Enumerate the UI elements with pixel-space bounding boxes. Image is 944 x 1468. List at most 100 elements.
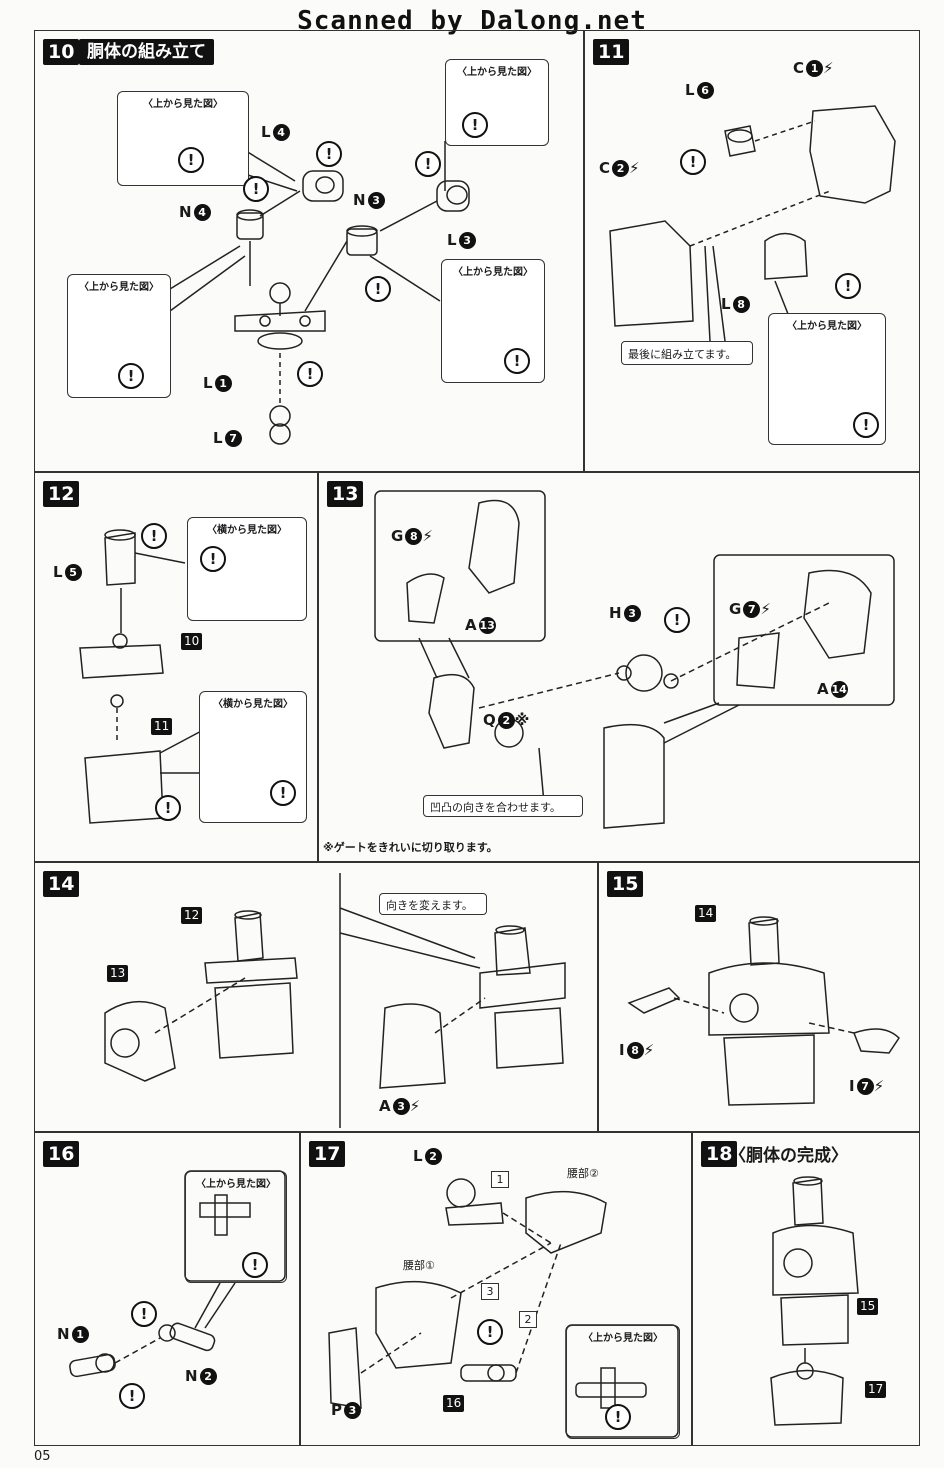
warning-icon: !: [605, 1404, 631, 1430]
warning-icon: !: [680, 149, 706, 175]
sequence-number-2: 2: [519, 1311, 537, 1328]
step-number: 11: [593, 39, 630, 65]
step-18-panel: 18 〈胴体の完成〉 15 17: [692, 1132, 920, 1446]
top-view-callout: 〈上から見た図〉 !: [185, 1171, 287, 1283]
warning-icon: !: [118, 363, 144, 389]
warning-icon: !: [141, 523, 167, 549]
step-number: 17: [309, 1141, 346, 1167]
step-number: 12: [43, 481, 80, 507]
assemble-last-note: 最後に組み立てます。: [628, 348, 737, 361]
warning-icon: !: [664, 607, 690, 633]
watermark: Scanned by Dalong.net: [297, 6, 647, 36]
step-ref-17: 17: [865, 1381, 887, 1398]
note-box: 最後に組み立てます。: [621, 341, 753, 365]
side-view-callout: 〈横から見た図〉 !: [199, 691, 307, 823]
step-ref-10: 10: [181, 633, 203, 650]
note-box: 向きを変えます。: [379, 893, 487, 915]
warning-icon: !: [243, 176, 269, 202]
side-view-callout: 〈横から見た図〉 !: [187, 517, 307, 621]
callout-title: 〈上から見た図〉: [787, 321, 867, 332]
top-view-callout: 〈上から見た図〉 !: [566, 1325, 680, 1439]
warning-icon: !: [477, 1319, 503, 1345]
warning-icon: !: [365, 276, 391, 302]
step-number: 10: [43, 39, 80, 65]
sequence-number-3: 3: [481, 1283, 499, 1300]
warning-icon: !: [504, 348, 530, 374]
page-number: 05: [34, 1449, 51, 1464]
step-title: 〈胴体の完成〉: [729, 1146, 848, 1166]
top-view-callout: 〈上から見た図〉 !: [445, 59, 549, 146]
assembly-illustration: [770, 1176, 859, 1426]
waist-part-2-label: 腰部②: [567, 1167, 599, 1180]
plated-icon: ⚡: [873, 1077, 885, 1095]
step-title: 胴体の組み立て: [79, 39, 214, 65]
warning-icon: !: [131, 1301, 157, 1327]
assembly-illustration: [374, 490, 895, 829]
assembly-illustration: [104, 873, 566, 1128]
warning-icon: !: [297, 361, 323, 387]
top-view-callout: 〈上から見た図〉 !: [117, 91, 249, 186]
callout-title: 〈上から見た図〉: [583, 1333, 663, 1344]
warning-icon: !: [853, 412, 879, 438]
step-ref-12: 12: [181, 907, 203, 924]
top-view-callout: 〈上から見た図〉 !: [67, 274, 171, 398]
step-number: 16: [43, 1141, 80, 1167]
step-number: 14: [43, 871, 80, 897]
warning-icon: !: [178, 147, 204, 173]
step-number: 15: [607, 871, 644, 897]
top-view-callout: 〈上から見た図〉 !: [768, 313, 886, 445]
callout-title: 〈横から見た図〉: [213, 699, 293, 710]
plated-icon: ⚡: [760, 600, 771, 618]
assembly-illustration: [609, 105, 896, 442]
note-box: 凹凸の向きを合わせます。: [423, 795, 583, 817]
warning-icon: !: [462, 112, 488, 138]
callout-title: 〈横から見た図〉: [207, 525, 287, 536]
step-number: 13: [327, 481, 364, 507]
assembly-illustration: [69, 1170, 286, 1378]
warning-icon: !: [155, 795, 181, 821]
callout-title: 〈上から見た図〉: [143, 99, 223, 110]
callout-title: 〈上から見た図〉: [196, 1179, 276, 1190]
step-ref-13: 13: [107, 965, 129, 982]
top-view-callout: 〈上から見た図〉 !: [441, 259, 545, 383]
callout-title: 〈上から見た図〉: [453, 267, 533, 278]
warning-icon: !: [200, 546, 226, 572]
assembly-illustration: [328, 1178, 679, 1438]
warning-icon: !: [316, 141, 342, 167]
plated-icon: ⚡: [409, 1097, 421, 1115]
warning-icon: !: [270, 780, 296, 806]
step-ref-15: 15: [857, 1298, 879, 1315]
gate-cut-note: ※ゲートをきれいに切り取ります。: [323, 841, 498, 854]
plated-icon: ⚡: [823, 59, 834, 77]
step-ref-16: 16: [443, 1395, 465, 1412]
callout-title: 〈上から見た図〉: [457, 67, 537, 78]
assembly-illustration: [627, 916, 900, 1106]
step-10-panel: 10 胴体の組み立て 〈上から見た図〉 ! 〈上から見た図〉 !: [34, 30, 584, 472]
sequence-number-1: 1: [491, 1171, 509, 1188]
